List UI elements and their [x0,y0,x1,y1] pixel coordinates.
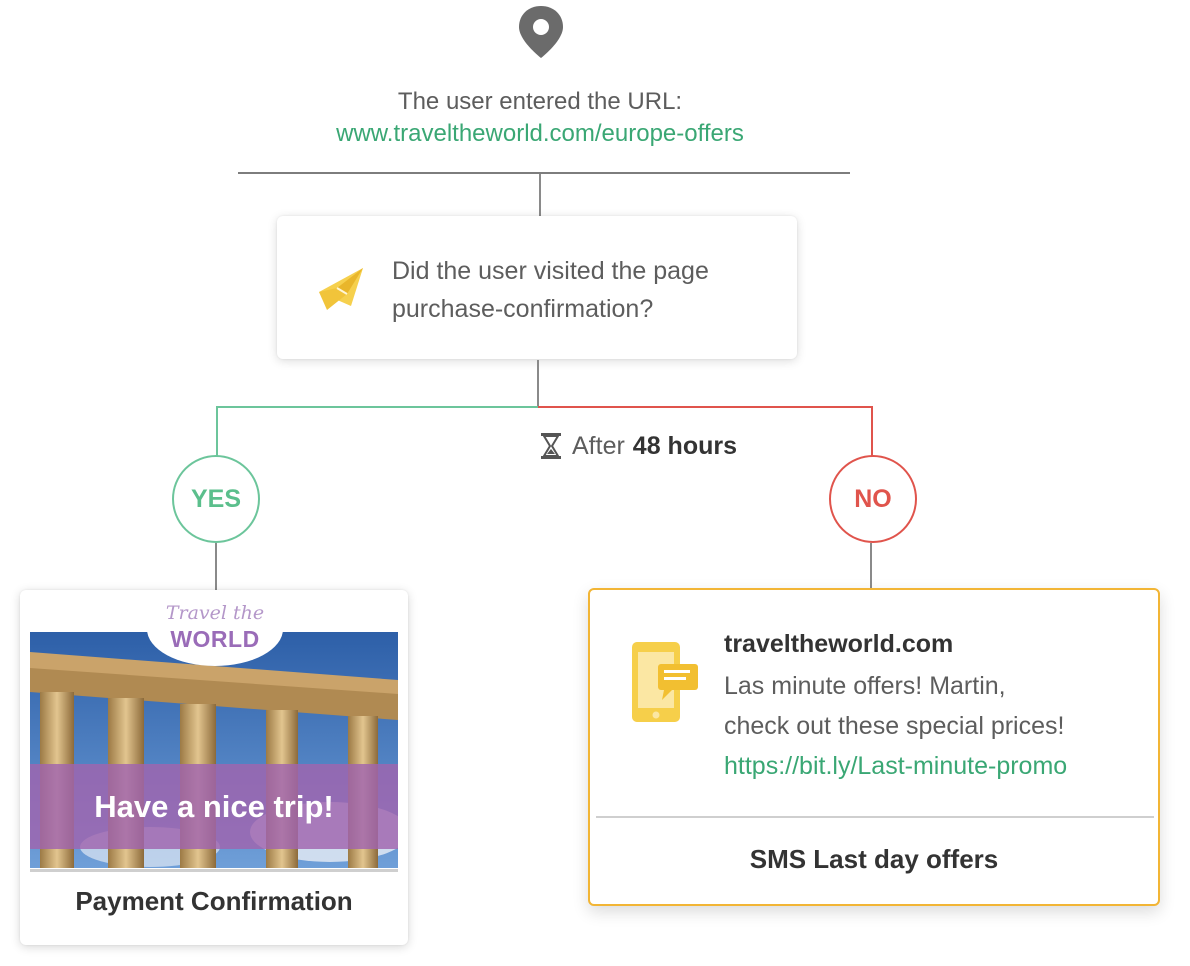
yes-branch-badge[interactable]: YES [172,455,260,543]
paper-plane-icon [319,268,363,310]
connector-no-sms [870,543,872,588]
connector-trigger-condition [539,174,541,216]
sms-message-line-2: check out these special prices! [724,712,1065,740]
mobile-sms-icon [632,642,698,722]
email-banner-text: Have a nice trip! [94,788,334,824]
connector-condition-split [537,360,539,408]
email-banner [30,764,398,849]
brand-logo [147,592,283,666]
sms-card[interactable]: traveltheworld.com Las minute offers! Ma… [588,588,1160,906]
wait-duration: 48 hours [632,432,737,460]
sms-link[interactable]: https://bit.ly/Last-minute-promo [724,752,1068,780]
wait-label: After 48 hours [540,428,737,464]
wait-prefix: After [572,432,625,460]
email-card-divider [30,869,398,872]
brand-logo-script: Travel the [165,602,265,624]
sms-sender: traveltheworld.com [724,630,954,658]
yes-branch-vertical [216,406,218,456]
trigger-url[interactable]: www.traveltheworld.com/europe-offers [336,120,744,147]
connector-yes-email [215,543,217,590]
hourglass-icon [541,433,561,459]
no-branch-horizontal [538,406,873,408]
email-caption: Payment Confirmation [75,886,353,916]
yes-branch-horizontal [216,406,538,408]
brand-logo-word: WORLD [170,626,260,652]
no-branch-badge[interactable]: NO [829,455,917,543]
email-preview-image: Have a nice trip! [30,632,398,868]
trigger-description: The user entered the URL: [397,88,683,115]
map-pin-icon [519,6,563,58]
no-branch-vertical [871,406,873,456]
trigger-divider [238,172,850,174]
sms-message-line-1: Las minute offers! Martin, [724,672,1006,700]
email-card[interactable]: Have a nice trip! Travel the WORLD Payme… [20,590,408,945]
condition-card[interactable]: Did the user visited the page purchase-c… [277,216,797,359]
sms-card-divider [596,816,1154,818]
sms-caption: SMS Last day offers [749,844,999,874]
condition-question: Did the user visited the page purchase-c… [392,257,709,323]
